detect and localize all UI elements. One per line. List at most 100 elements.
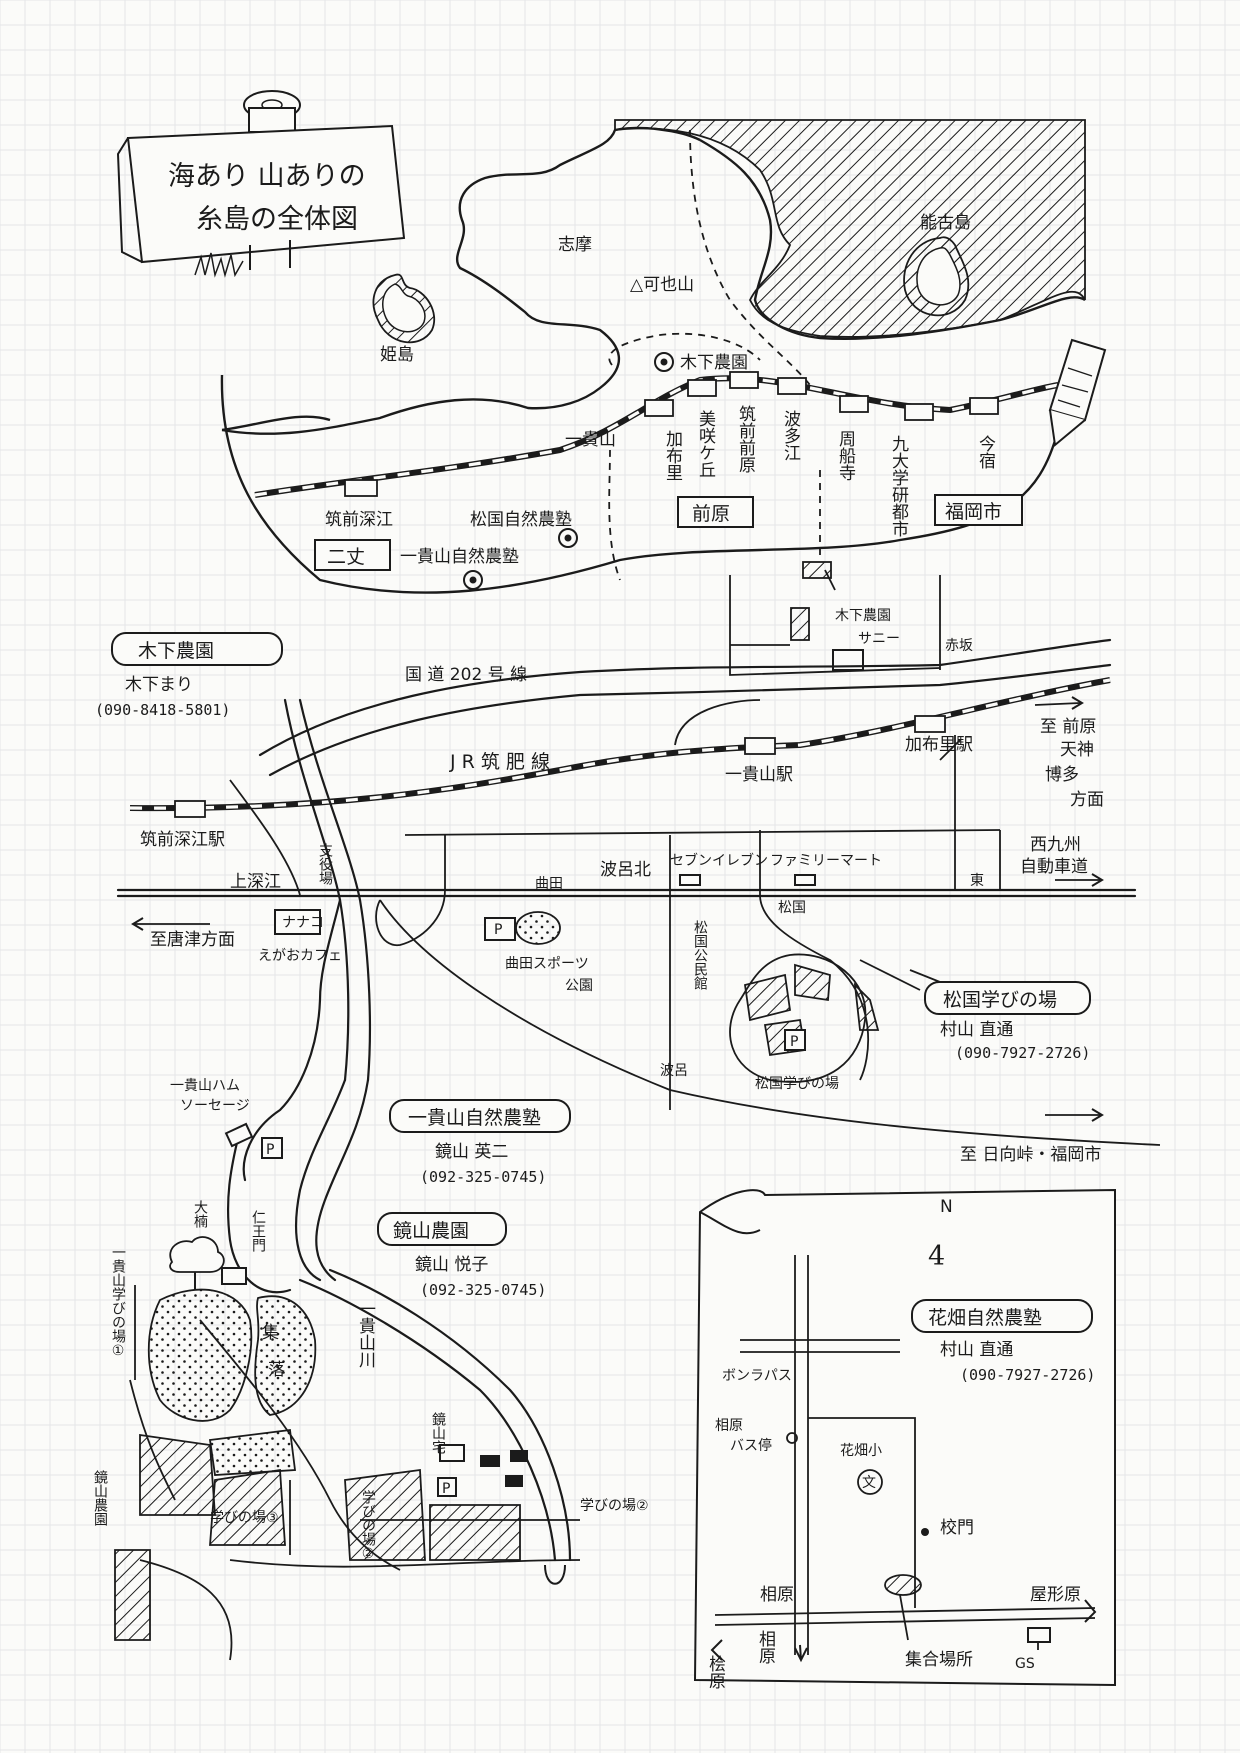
magarita: 曲田 [535,876,563,892]
manabi2: 学びの場② [360,1490,376,1562]
route-202: 国 道 202 号 線 [405,665,527,685]
overview-map: 能古島 姫島 志摩 △可也山 筑前深江 一貴山 加布里 美咲ケ丘 筑前前原 波多… [220,119,1107,594]
hanahata-person: 村山 直通 [940,1340,1013,1360]
yakuba: 支役場 [317,843,333,885]
matsukuni-hall: 松国公民館 [692,920,708,990]
parking-kagamiyama: P [442,1481,450,1497]
parking-matsukuni: P [790,1034,798,1050]
magarita-park-1: 曲田スポーツ [505,956,589,972]
meeting-point: 集合場所 [905,1650,973,1670]
overview-kinoshita-farm: 木下農園 [680,353,748,373]
station-fukae: 筑前深江 [325,510,393,530]
familymart: ファミリーマート [770,853,882,869]
parking-magarita: P [494,922,502,938]
ham-1: 一貴山ハム [170,1078,240,1094]
hae: 波呂 [660,1063,688,1079]
matsukuni-field: 松国学びの場 [755,1076,839,1092]
kagamiyama-tel: (092-325-0745) [420,1281,546,1299]
island-noko: 能古島 [920,213,971,233]
station-chikuzenmaebaru: 筑前前原 [735,405,756,473]
kusunoki: 大楠 [192,1200,208,1228]
matsukuni-tel: (090-7927-2726) [955,1044,1090,1062]
island-hime: 姫島 [380,345,414,365]
gas-station: GS [1015,1656,1035,1672]
manabi1: 一貴山学びの場① [110,1245,126,1359]
district-maebaru: 前原 [692,503,730,525]
hae-north: 波呂北 [600,860,651,880]
kinoshita-person: 木下まり [125,675,193,695]
shop-sunny: サニー [858,631,900,647]
north-mark: N [940,1197,953,1217]
title-sign: 海あり 山ありの 糸島の全体図 [116,90,406,278]
kishiyama-detail: 一貴山自然農塾 鏡山 英二 (092-325-0745) 鏡山農園 鏡山 悦子 … [92,898,649,1661]
river-kishiyama: 一貴山川 [355,1300,376,1368]
station-kishiyama-label: 一貴山駅 [725,765,793,785]
hanahata-map: N 4 花畑自然農塾 村山 直通 (090-7927-2726) ボンラパス 相… [693,1188,1116,1689]
kagamiyama-person: 鏡山 悦子 [415,1255,488,1275]
aihara-bus-2: バス停 [730,1437,772,1454]
jr-chikuhi-line: J R 筑 肥 線 [449,751,550,773]
village-1: 集 [262,1323,279,1343]
district-nijo: 二丈 [327,546,365,568]
parking-ham: P [266,1142,274,1158]
ham-2: ソーセージ [180,1098,250,1114]
kinoshita-map-label: 木下農園 [835,608,891,624]
to-maebaru-3: 博多 [1045,765,1079,785]
kishiyama-tel: (092-325-0745) [420,1168,546,1186]
aihara-bus-1: 相原 [715,1418,743,1434]
to-maebaru-4: 方面 [1070,790,1104,810]
kagamiyama-name: 鏡山農園 [393,1220,469,1242]
to-maebaru-2: 天神 [1060,740,1094,760]
station-imajuku: 今宿 [975,435,996,469]
egao-cafe: えがおカフェ [258,948,342,964]
to-hibaru: 桧原 [705,1655,726,1689]
school-gate: 校門 [940,1518,974,1538]
area-shima: 志摩 [558,235,592,255]
mount-kaya: △可也山 [630,275,694,295]
nanako: ナナコ [282,915,324,931]
farm-kishiyama: 一貴山自然農塾 [400,546,519,567]
title-line2: 糸島の全体図 [196,204,358,235]
farm-matsukuni: 松国自然農塾 [470,509,572,530]
manabi2-right: 学びの場② [580,1498,649,1514]
kagami-farm-short: 鏡山農園 [92,1470,108,1526]
aihara: 相原 [760,1585,794,1605]
to-hyuga: 至 日向峠・福岡市 [960,1145,1101,1165]
station-hatae: 波多江 [780,410,801,461]
kishiyama-name: 一貴山自然農塾 [408,1107,541,1129]
yakatabaru: 屋形原 [1030,1585,1081,1605]
expressway-1: 西九州 [1030,835,1081,855]
title-line1: 海あり 山ありの [168,161,366,192]
north-arrow: 4 [928,1241,945,1272]
station-susenji: 周船寺 [835,430,856,481]
seven-eleven: セブンイレブン [670,852,768,869]
manabi3: 学びの場③ [210,1510,279,1526]
station-kafuri: 加布里 [662,430,683,481]
kamifukae: 上深江 [230,872,281,892]
station-fukae-label: 筑前深江駅 [140,830,225,850]
to-karatsu: 至唐津方面 [150,929,235,950]
school-mark: 文 [862,1475,876,1491]
hanahata-school: 花畑小 [840,1443,882,1459]
kinoshita-tel: (090-8418-5801) [95,701,230,719]
higashi: 東 [970,873,984,889]
station-kyudai: 九大学研都市 [888,435,909,537]
station-misakigaoka: 美咲ケ丘 [695,410,716,478]
station-kafuri-label: 加布里駅 [905,735,973,755]
magarita-park-2: 公園 [565,978,593,994]
hanahata-name: 花畑自然農塾 [928,1307,1042,1329]
matsukuni-junction: 松国 [778,900,806,916]
kagamiyama-house: 鏡山宅 [430,1412,446,1454]
crossing-akasaka: 赤坂 [945,638,973,654]
hanahata-tel: (090-7927-2726) [960,1366,1095,1384]
bonrapasu: ボンラパス [722,1368,792,1384]
kishiyama-person: 鏡山 英二 [435,1142,508,1162]
to-aihara: 相原 [755,1630,776,1664]
district-fukuoka: 福岡市 [945,501,1002,523]
matsukuni-name: 松国学びの場 [943,989,1057,1011]
niomon: 仁王門 [250,1210,266,1253]
matsukuni-person: 村山 直通 [940,1020,1013,1040]
area-map: 木下農園 木下まり (090-8418-5801) 木下農園 サニー 赤坂 国 … [95,561,1161,1165]
